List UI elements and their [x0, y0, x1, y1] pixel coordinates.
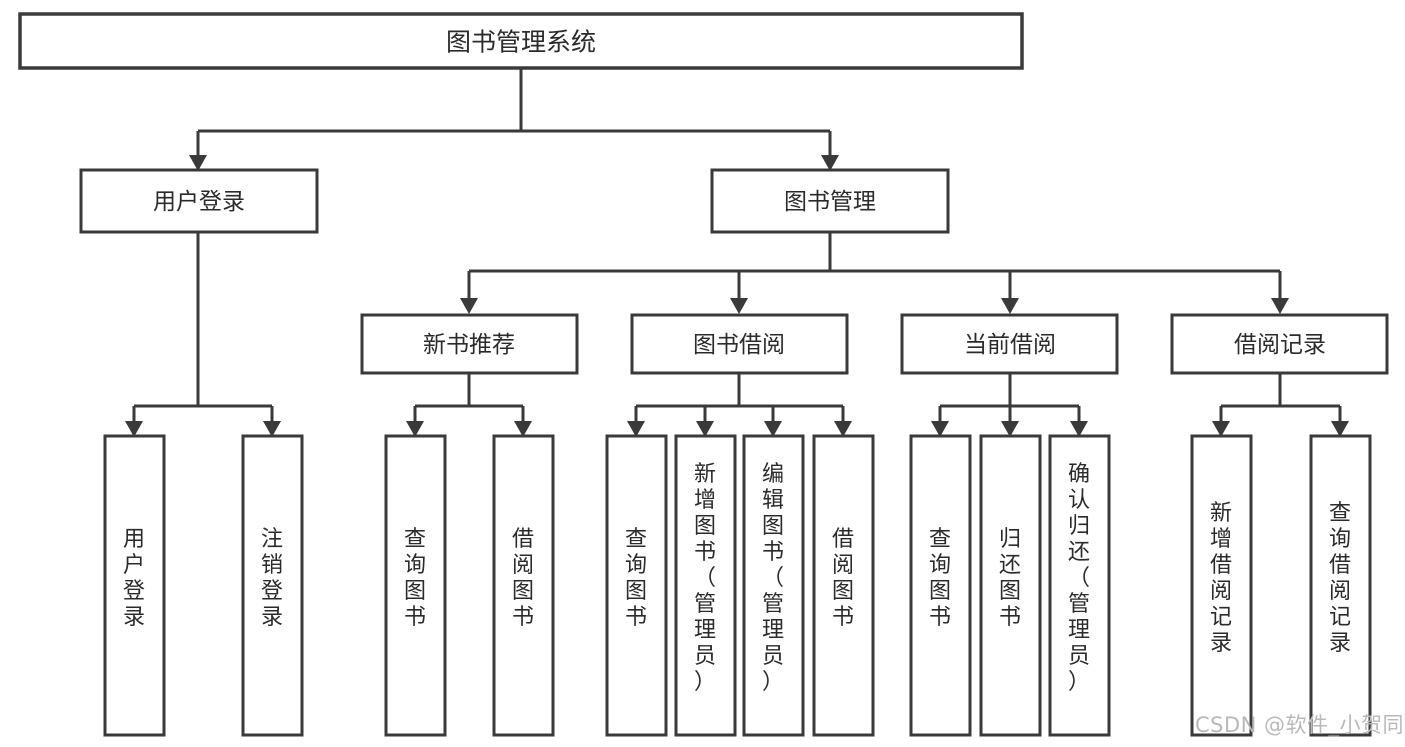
arrow-to-book-borrow — [730, 298, 748, 314]
connectors-newbook-leaves — [406, 373, 532, 437]
node-new-book-recommend-label: 新书推荐 — [423, 332, 515, 358]
leaf-logout[interactable]: 注销登录 — [241, 434, 304, 737]
node-root-system[interactable]: 图书管理系统 — [18, 12, 1024, 70]
leaf-borrow-book-borrow-label: 借阅图书 — [832, 527, 854, 630]
leaf-query-book-newbook[interactable]: 查询图书 — [384, 434, 447, 737]
arrow-to-current-borrow — [1001, 298, 1019, 314]
node-root-system-label: 图书管理系统 — [446, 28, 596, 57]
leaf-query-book-current-label: 查询图书 — [929, 527, 951, 630]
connectors-currentborrow-leaves — [931, 373, 1088, 437]
leaf-logout-label: 注销登录 — [261, 527, 283, 630]
connectors-userlogin-leaves — [125, 232, 281, 437]
leaf-query-book-current[interactable]: 查询图书 — [909, 434, 972, 737]
node-borrow-record[interactable]: 借阅记录 — [1170, 313, 1389, 375]
node-book-borrow-label: 图书借阅 — [693, 332, 785, 358]
leaf-query-borrow-record[interactable]: 查询借阅记录 — [1309, 434, 1372, 737]
node-user-login[interactable]: 用户登录 — [79, 168, 319, 234]
node-current-borrow[interactable]: 当前借阅 — [900, 313, 1119, 375]
leaf-confirm-return-admin[interactable]: 确认归还（管理员） — [1048, 434, 1111, 737]
leaf-user-login-label: 用户登录 — [123, 527, 145, 630]
node-borrow-record-label: 借阅记录 — [1234, 332, 1326, 358]
leaf-query-book-newbook-label: 查询图书 — [404, 527, 426, 630]
leaf-query-book-borrow-label: 查询图书 — [625, 527, 647, 630]
connectors-bookmanage-level3 — [460, 232, 1289, 314]
node-book-borrow[interactable]: 图书借阅 — [630, 313, 849, 375]
arrow-to-borrow-record — [1271, 298, 1289, 314]
node-new-book-recommend[interactable]: 新书推荐 — [360, 313, 579, 375]
connectors-root-level2 — [189, 68, 839, 171]
leaf-borrow-book-newbook-label: 借阅图书 — [512, 527, 534, 630]
node-user-login-label: 用户登录 — [153, 189, 245, 215]
leaf-return-book[interactable]: 归还图书 — [979, 434, 1042, 737]
leaf-add-borrow-record-label: 新增借阅记录 — [1210, 501, 1232, 656]
arrow-to-new-book-recommend — [460, 298, 478, 314]
csdn-watermark: CSDN @软件_小贺同学 — [1195, 713, 1405, 738]
node-current-borrow-label: 当前借阅 — [964, 332, 1056, 358]
connectors-borrowrecord-leaves — [1212, 373, 1349, 437]
leaf-user-login[interactable]: 用户登录 — [103, 434, 166, 737]
leaf-borrow-book-newbook[interactable]: 借阅图书 — [492, 434, 555, 737]
leaf-query-book-borrow[interactable]: 查询图书 — [605, 434, 668, 737]
connectors-bookborrow-leaves — [627, 373, 852, 437]
leaf-edit-book-admin-label: 编辑图书（管理员） — [762, 462, 784, 695]
leaf-query-borrow-record-label: 查询借阅记录 — [1329, 501, 1351, 656]
leaf-edit-book-admin[interactable]: 编辑图书（管理员） — [742, 434, 805, 737]
leaf-add-borrow-record[interactable]: 新增借阅记录 — [1190, 434, 1253, 737]
leaf-return-book-label: 归还图书 — [999, 527, 1021, 630]
leaf-add-book-admin[interactable]: 新增图书（管理员） — [674, 434, 737, 737]
leaf-confirm-return-admin-label: 确认归还（管理员） — [1068, 462, 1090, 695]
node-book-management-label: 图书管理 — [784, 189, 876, 215]
leaf-add-book-admin-label: 新增图书（管理员） — [694, 462, 716, 695]
leaf-borrow-book-borrow[interactable]: 借阅图书 — [812, 434, 875, 737]
node-book-management[interactable]: 图书管理 — [710, 168, 950, 234]
